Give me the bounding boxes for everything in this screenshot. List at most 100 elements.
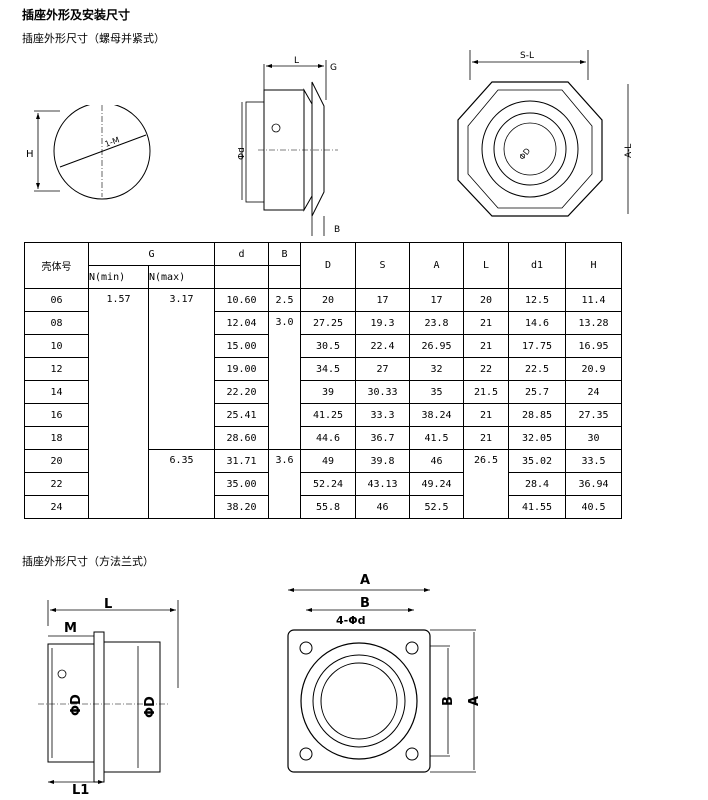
s-dim-label: S-L xyxy=(520,51,534,61)
table-cell: 52.5 xyxy=(409,495,464,519)
d-dim-label: Φd xyxy=(238,147,247,160)
table-cell: 6.35 xyxy=(148,449,215,519)
table-cell: 26.95 xyxy=(409,334,464,358)
table-cell: 39 xyxy=(300,380,356,404)
table-cell: 12.04 xyxy=(214,311,269,335)
table-cell: 10 xyxy=(24,334,89,358)
table-cell: 24 xyxy=(24,495,89,519)
table-cell: 16 xyxy=(24,403,89,427)
table-cell: 06 xyxy=(24,288,89,312)
hole-label: 4-Φd xyxy=(336,614,365,627)
table-cell: 3.0 xyxy=(268,311,301,450)
table-cell: 28.60 xyxy=(214,426,269,450)
table-cell: 24 xyxy=(565,380,622,404)
header-g-max: N(max) xyxy=(148,265,215,289)
table-cell: 30 xyxy=(565,426,622,450)
a-dim-label: A-L xyxy=(624,144,634,158)
dimension-table: 壳体号 G d B D S A L d1 H N(min) N(max) 06 … xyxy=(24,242,622,519)
table-cell: 12 xyxy=(24,357,89,381)
table-cell: 33.3 xyxy=(355,403,410,427)
hex-view-drawing: S-L A-L ΦD xyxy=(457,50,634,217)
table-cell: 14.6 xyxy=(508,311,566,335)
table-cell: 12.5 xyxy=(508,288,566,312)
table-cell: 20.9 xyxy=(565,357,622,381)
table-cell: 44.6 xyxy=(300,426,356,450)
header-l: L xyxy=(463,242,509,289)
table-cell: 3.17 xyxy=(148,288,215,450)
table-cell: 22.4 xyxy=(355,334,410,358)
table-cell: 2.5 xyxy=(268,288,301,312)
table-cell: 14 xyxy=(24,380,89,404)
table-cell: 23.8 xyxy=(409,311,464,335)
table-cell: 55.8 xyxy=(300,495,356,519)
table-cell: 28.85 xyxy=(508,403,566,427)
table-cell: 08 xyxy=(24,311,89,335)
g-dim-label: G xyxy=(330,63,337,73)
page-title: 插座外形及安装尺寸 xyxy=(22,8,131,22)
table-cell: 26.5 xyxy=(463,449,509,519)
table-cell: 33.5 xyxy=(565,449,622,473)
table-cell: 27 xyxy=(355,357,410,381)
l-label: L xyxy=(104,597,112,612)
header-s: S xyxy=(355,242,410,289)
header-D: D xyxy=(300,242,356,289)
table-cell: 35.02 xyxy=(508,449,566,473)
table-cell: 17 xyxy=(409,288,464,312)
section-title-nut-type: 插座外形尺寸（螺母并紧式） xyxy=(22,32,165,45)
flange-side-drawing: L M ΦD ΦD L1 xyxy=(38,597,179,798)
table-cell: 25.41 xyxy=(214,403,269,427)
section-title-flange-type: 插座外形尺寸（方法兰式） xyxy=(22,555,154,568)
table-cell: 1.57 xyxy=(88,288,149,519)
table-cell: 38.20 xyxy=(214,495,269,519)
l1-label: L1 xyxy=(72,783,89,798)
table-cell: 36.7 xyxy=(355,426,410,450)
table-cell: 15.00 xyxy=(214,334,269,358)
table-cell: 25.7 xyxy=(508,380,566,404)
table-cell: 32 xyxy=(409,357,464,381)
m-label: M xyxy=(64,621,77,636)
table-cell: 30.5 xyxy=(300,334,356,358)
table-cell: 49.24 xyxy=(409,472,464,496)
table-cell: 19.3 xyxy=(355,311,410,335)
table-cell: 20 xyxy=(24,449,89,473)
table-cell: 22 xyxy=(24,472,89,496)
table-cell: 35 xyxy=(409,380,464,404)
table-cell: 38.24 xyxy=(409,403,464,427)
table-cell: 21 xyxy=(463,426,509,450)
a-top-label: A xyxy=(360,573,370,588)
table-cell: 41.55 xyxy=(508,495,566,519)
table-cell: 13.28 xyxy=(565,311,622,335)
header-shell-size: 壳体号 xyxy=(24,242,89,289)
header-b: B xyxy=(268,242,301,266)
header-h: H xyxy=(565,242,622,289)
side-view-drawing: L G Φd B xyxy=(238,56,340,236)
table-cell: 19.00 xyxy=(214,357,269,381)
table-cell: 30.33 xyxy=(355,380,410,404)
header-g: G xyxy=(88,242,215,266)
table-cell: 39.8 xyxy=(355,449,410,473)
table-cell: 16.95 xyxy=(565,334,622,358)
table-cell: 31.71 xyxy=(214,449,269,473)
table-cell: 17.75 xyxy=(508,334,566,358)
table-cell: 27.35 xyxy=(565,403,622,427)
table-cell: 46 xyxy=(355,495,410,519)
table-cell: 21.5 xyxy=(463,380,509,404)
table-cell: 21 xyxy=(463,311,509,335)
b-dim-label: B xyxy=(334,225,340,235)
table-cell: 43.13 xyxy=(355,472,410,496)
b-right-label: B xyxy=(441,696,456,706)
table-cell: 41.5 xyxy=(409,426,464,450)
table-cell: 49 xyxy=(300,449,356,473)
table-cell: 22.20 xyxy=(214,380,269,404)
l-dim-label: L xyxy=(294,56,299,66)
h-dim-label: H xyxy=(26,149,34,160)
od-label-2: ΦD xyxy=(143,696,158,718)
front-view-drawing: H 1-M xyxy=(26,105,151,200)
table-cell: 36.94 xyxy=(565,472,622,496)
table-cell: 52.24 xyxy=(300,472,356,496)
table-cell: 3.6 xyxy=(268,449,301,519)
table-cell: 17 xyxy=(355,288,410,312)
b-top-label: B xyxy=(360,596,370,611)
table-cell: 20 xyxy=(300,288,356,312)
table-cell: 34.5 xyxy=(300,357,356,381)
